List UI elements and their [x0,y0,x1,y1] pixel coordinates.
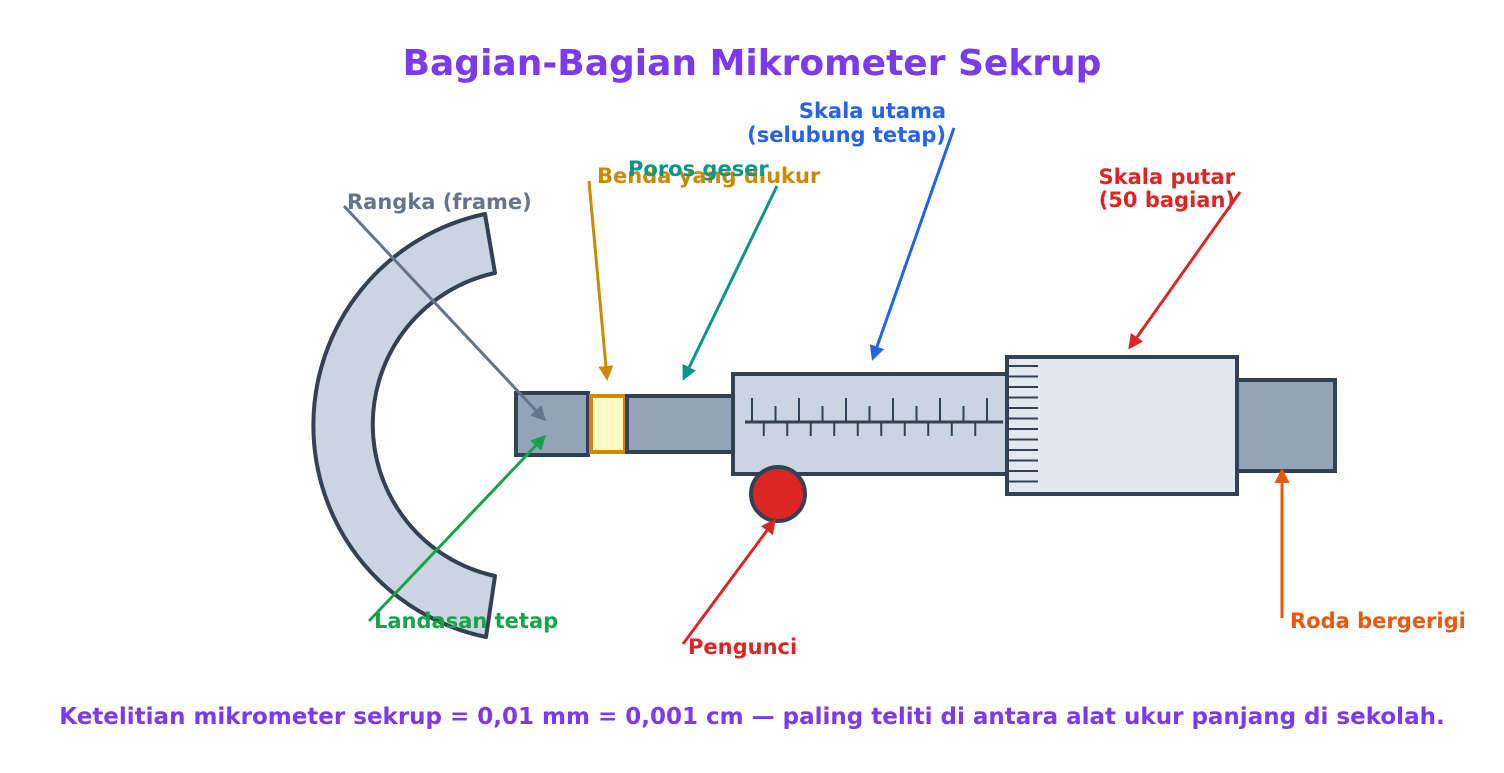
object-label: Benda yang diukur [597,164,821,188]
main-scale-arrow [869,127,956,361]
precision-note: Ketelitian mikrometer sekrup = 0,01 mm =… [59,704,1444,730]
object-arrow [587,180,614,381]
frame-shape [311,212,497,639]
main-scale-ticks [745,398,1003,436]
ratchet-knob [1235,378,1337,473]
lock-arrow [681,518,776,645]
spindle-arrow [682,185,779,381]
lock-knob [749,465,807,523]
main-scale-label-line1: Skala utama [799,99,946,123]
sleeve-body [731,372,1010,476]
lock-label: Pengunci [688,635,797,659]
main-scale-label-line2: (selubung tetap) [747,123,946,147]
frame-label: Rangka (frame) [347,190,532,214]
thimble-label-line2: (50 bagian) [1099,188,1235,212]
thimble-body [1005,355,1239,496]
anvil-label: Landasan tetap [374,609,558,633]
frame-arrow [342,204,547,422]
thimble-label-line1: Skala putar [1099,165,1236,189]
thimble-arrow [1128,191,1242,350]
spindle-rod [625,394,736,454]
anvil-arrow [367,434,547,623]
page-title: Bagian-Bagian Mikrometer Sekrup [403,43,1102,84]
thimble-scale-ticks [1009,365,1038,483]
spindle-label: Poros geser [628,157,769,181]
ratchet-label: Roda bergerigi [1290,609,1466,633]
measured-object [589,394,627,454]
